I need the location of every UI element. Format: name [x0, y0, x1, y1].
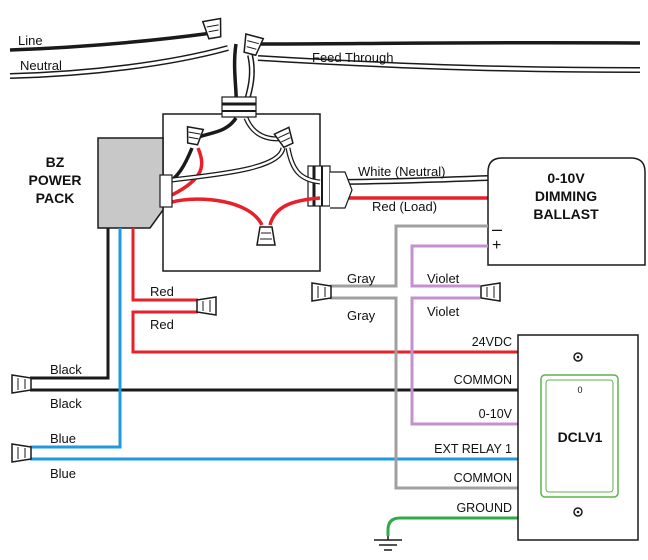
box-red-load-wire-b [268, 196, 321, 226]
violet-label-b: Violet [427, 304, 460, 319]
gray-label-a: Gray [347, 271, 376, 286]
wire-nut-blue [11, 443, 32, 463]
red-label-b: Red [150, 317, 174, 332]
ballast-title-1: 0-10V [547, 170, 585, 186]
feed-through-label: Feed Through [312, 50, 393, 65]
wire-nut-box-left [186, 125, 205, 146]
neutral-label: Neutral [20, 58, 62, 73]
black-label-a: Black [50, 362, 82, 377]
wire-nut-top-left [201, 17, 222, 40]
line-label: Line [18, 33, 43, 48]
violet-lead-ballast [410, 244, 488, 288]
violet-label-a: Violet [427, 271, 460, 286]
green-ground-wire [386, 516, 518, 536]
power-pack-label-3: PACK [36, 190, 75, 206]
wire-nut-box-bottom [256, 226, 276, 246]
wire-nut-black [11, 374, 32, 394]
ballast-title-2: DIMMING [535, 188, 597, 204]
dimmer-terminals: 24VDC COMMON 0-10V EXT RELAY 1 COMMON GR… [434, 335, 512, 515]
ballast-plus: + [492, 237, 501, 254]
dimmer-name: DCLV1 [558, 429, 603, 445]
blue-label-b: Blue [50, 466, 76, 481]
gray-lead-dimmer [330, 296, 518, 490]
gray-label-b: Gray [347, 308, 376, 323]
top-screw-icon [573, 352, 583, 362]
box-red-to-nut [171, 147, 204, 197]
terminal-common-1: COMMON [454, 373, 512, 387]
dclv1-dimmer: 0 DCLV1 [517, 334, 639, 541]
box-white-to-ballast-inner [286, 147, 321, 184]
red-label-a: Red [150, 284, 174, 299]
box-red-load-wire [171, 197, 264, 226]
wire-nut-box-right [273, 126, 294, 149]
line-wire-right [254, 40, 641, 46]
black-label-b: Black [50, 396, 82, 411]
wire-nut-violet [480, 282, 501, 302]
blue-lead-pack [30, 228, 122, 449]
ground-symbol-icon [374, 536, 402, 551]
blue-label-a: Blue [50, 431, 76, 446]
wire-nut-top-right [243, 33, 265, 57]
wire-nut-gray [311, 282, 332, 302]
terminal-ground: GROUND [456, 501, 512, 515]
wire-nut-red [196, 296, 217, 316]
terminal-ext-relay: EXT RELAY 1 [434, 442, 512, 456]
terminal-24vdc: 24VDC [472, 335, 512, 349]
black-lead-pack [30, 228, 110, 380]
line-neutral-feed: Line Neutral Feed Through [9, 17, 641, 113]
box-white-wire-b-inner [171, 147, 285, 182]
dimmer-indicator: 0 [577, 385, 582, 395]
power-pack: BZ POWER PACK [29, 137, 173, 229]
bottom-screw-icon [573, 507, 583, 517]
power-pack-label-1: BZ [46, 154, 65, 170]
red-lead-dimmer [131, 310, 518, 354]
neutral-wire-left-inner [9, 46, 229, 78]
top-conduit-connector [221, 96, 257, 118]
red-lead-pack [131, 228, 198, 302]
neutral-wire-right-inner [257, 56, 641, 72]
terminal-0-10v: 0-10V [479, 407, 513, 421]
line-wire-left [9, 31, 213, 52]
violet-lead-dimmer [410, 296, 518, 426]
junction-box [162, 113, 321, 272]
red-load-label: Red (Load) [372, 199, 437, 214]
white-neutral-label: White (Neutral) [358, 164, 445, 179]
ballast-minus: – [492, 219, 502, 239]
terminal-common-2: COMMON [454, 471, 512, 485]
power-pack-label-2: POWER [29, 172, 82, 188]
gray-lead-ballast [330, 224, 488, 288]
dimming-ballast: 0-10V DIMMING BALLAST – + [487, 157, 646, 266]
ballast-cable-jacket [330, 171, 353, 209]
ballast-title-3: BALLAST [533, 206, 599, 222]
